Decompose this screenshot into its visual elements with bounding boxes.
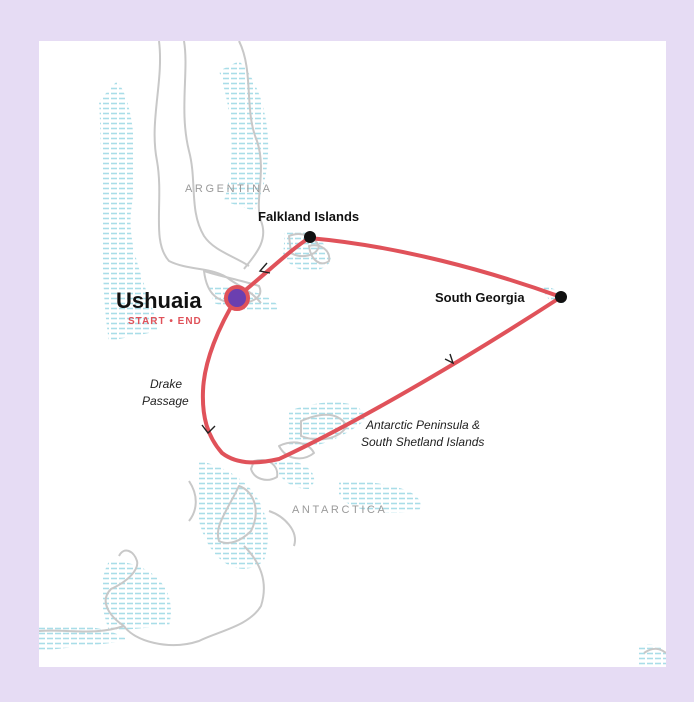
route-line xyxy=(200,236,563,465)
passage-label-drake-1: Drake xyxy=(150,377,182,391)
route-arrows xyxy=(201,262,455,435)
place-label-ushuaia: Ushuaia xyxy=(116,288,202,313)
passage-label-drake-2: Passage xyxy=(142,394,189,408)
water-hatching xyxy=(39,61,666,667)
arrow-southgeorgia-bound xyxy=(444,353,455,365)
region-label-antarctica: ANTARCTICA xyxy=(292,504,387,516)
arrow-drake-bound xyxy=(201,424,216,435)
map-card: ARGENTINA ANTARCTICA Ushuaia START • END… xyxy=(39,41,666,667)
passage-label-peninsula-1: Antarctic Peninsula & xyxy=(365,418,480,432)
place-label-falklands: Falkland Islands xyxy=(258,209,359,224)
place-tag-ushuaia: START • END xyxy=(128,316,202,327)
route-map: ARGENTINA ANTARCTICA Ushuaia START • END… xyxy=(39,41,666,667)
arrow-ushuaia-bound xyxy=(258,262,271,274)
falklands-marker[interactable] xyxy=(304,231,316,243)
ushuaia-marker[interactable] xyxy=(224,285,250,311)
south-georgia-marker[interactable] xyxy=(555,291,567,303)
passage-label-peninsula-2: South Shetland Islands xyxy=(361,435,484,449)
region-label-argentina: ARGENTINA xyxy=(185,183,273,195)
place-label-south-georgia: South Georgia xyxy=(435,290,525,305)
land-outlines xyxy=(39,41,666,654)
